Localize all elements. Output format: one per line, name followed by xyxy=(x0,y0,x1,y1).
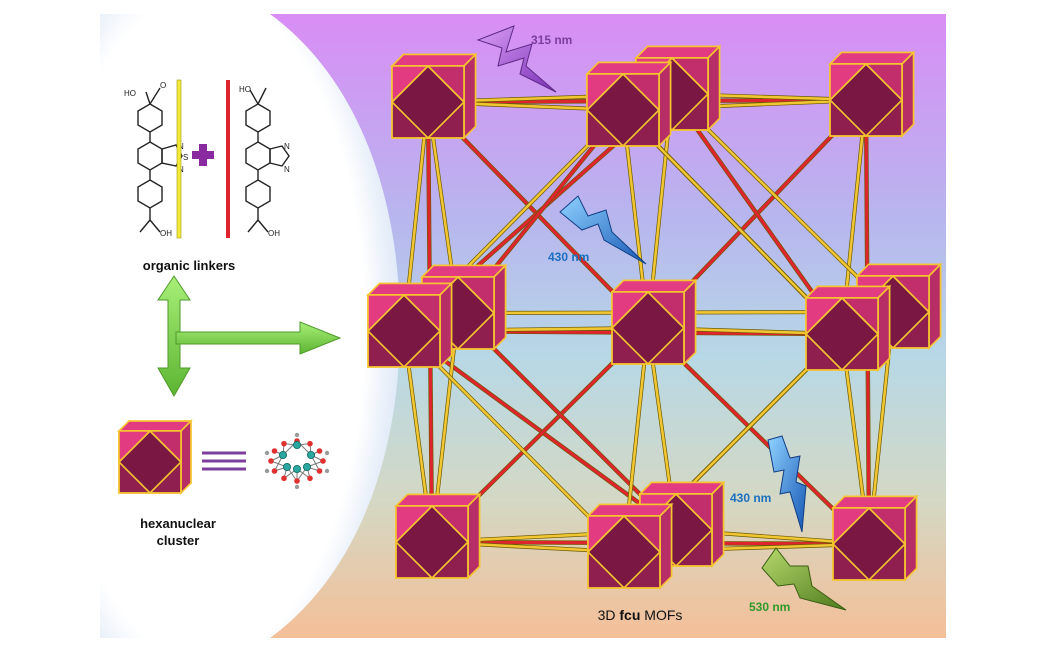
hexanuclear-cluster xyxy=(117,419,193,495)
carbon-atom xyxy=(324,468,330,474)
oxygen-atom xyxy=(281,440,287,447)
metal-atom xyxy=(302,462,311,471)
cluster-node-bc xyxy=(586,502,674,590)
metal-atom xyxy=(306,450,315,459)
red-linker-rod xyxy=(226,80,230,238)
oxygen-atom xyxy=(307,475,313,482)
hexanuclear-cluster-polyhedron xyxy=(117,419,193,495)
hexanuclear-label: hexanuclear xyxy=(140,516,216,531)
lightning-bolt-icon-green xyxy=(761,547,847,611)
wavelength-label-430-top: 430 nm xyxy=(548,250,589,264)
metal-atom xyxy=(292,440,301,449)
wavelength-label-530: 530 nm xyxy=(749,600,790,614)
yellow-rod xyxy=(621,108,844,336)
cluster-node-bl xyxy=(394,492,482,580)
linker2-label-n2: N xyxy=(284,165,290,174)
right-arrow-icon xyxy=(175,321,342,355)
wavelength-label-430-bottom: 430 nm xyxy=(730,491,771,505)
oxygen-atom xyxy=(271,468,278,474)
cluster-node-tc xyxy=(585,60,673,148)
linker-molecule-imidazole xyxy=(245,87,290,233)
carbon-atom xyxy=(264,468,270,474)
cluster-node-br xyxy=(831,494,919,582)
cluster-node-mr xyxy=(804,284,892,372)
cluster-node-mc xyxy=(610,278,698,366)
equals-icon xyxy=(202,451,246,471)
organic-linkers-label: organic linkers xyxy=(143,258,235,273)
cluster-node-ml xyxy=(366,281,454,369)
oxygen-atom xyxy=(316,448,323,454)
cluster-molecule-structure xyxy=(264,432,330,490)
oxygen-atom xyxy=(307,440,313,447)
cluster-node-tr xyxy=(828,50,916,138)
metal-atom xyxy=(292,464,301,473)
metal-atom xyxy=(282,462,291,471)
carbon-atom xyxy=(294,432,300,438)
lightning-bolt-icon-uv xyxy=(476,25,557,93)
metal-atom xyxy=(278,450,287,459)
carbon-atom xyxy=(264,450,270,456)
lattice-clusters xyxy=(366,44,943,590)
wavelength-label-315: 315 nm xyxy=(531,33,572,47)
double-arrow-icon xyxy=(157,275,191,398)
linker2-label-oh: OH xyxy=(268,229,280,238)
yellow-linker-rod xyxy=(176,79,182,239)
cluster-node-tl xyxy=(390,52,478,140)
oxygen-atom xyxy=(320,458,326,464)
linker2-label-n1: N xyxy=(284,142,290,151)
lightning-bolt-icon-blue-bottom xyxy=(767,435,807,533)
linker-label-o: O xyxy=(160,81,166,90)
linker2-label-ho: HO xyxy=(239,85,251,94)
oxygen-atom xyxy=(316,468,323,474)
oxygen-atom xyxy=(271,448,278,454)
cluster-label: cluster xyxy=(157,533,200,548)
lightning-bolt-icon-blue-top xyxy=(559,195,647,265)
oxygen-atom xyxy=(268,458,274,464)
mof-caption: 3D fcu MOFs xyxy=(598,607,683,623)
linker-label-s: S xyxy=(183,153,188,162)
carbon-atom xyxy=(294,484,300,490)
carbon-atom xyxy=(324,450,330,456)
linker-label-oh: OH xyxy=(160,229,172,238)
oxygen-atom xyxy=(294,478,300,484)
linker-label-ho: HO xyxy=(124,89,136,98)
oxygen-atom xyxy=(281,475,287,482)
plus-icon xyxy=(192,144,214,166)
